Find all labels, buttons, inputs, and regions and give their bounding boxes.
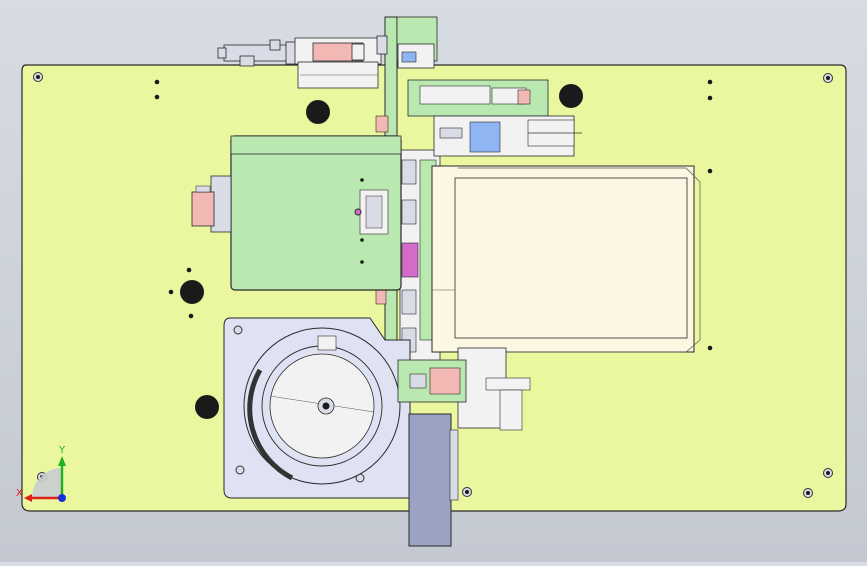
top-cylinder[interactable] (217, 37, 382, 89)
mounting-holes (180, 84, 583, 419)
lower-station[interactable] (397, 347, 531, 431)
side-motor[interactable] (191, 175, 232, 233)
conveyor-tray[interactable] (431, 165, 701, 353)
triad-x-label: X (16, 488, 23, 499)
discharge-chute[interactable] (408, 413, 452, 547)
triad-y-label: Y (58, 445, 66, 456)
upper-right-mechanism[interactable] (407, 79, 582, 157)
vibratory-bowl[interactable] (243, 327, 401, 485)
hopper-box[interactable] (230, 135, 402, 291)
coordinate-triad-icon: Y X (16, 445, 66, 502)
